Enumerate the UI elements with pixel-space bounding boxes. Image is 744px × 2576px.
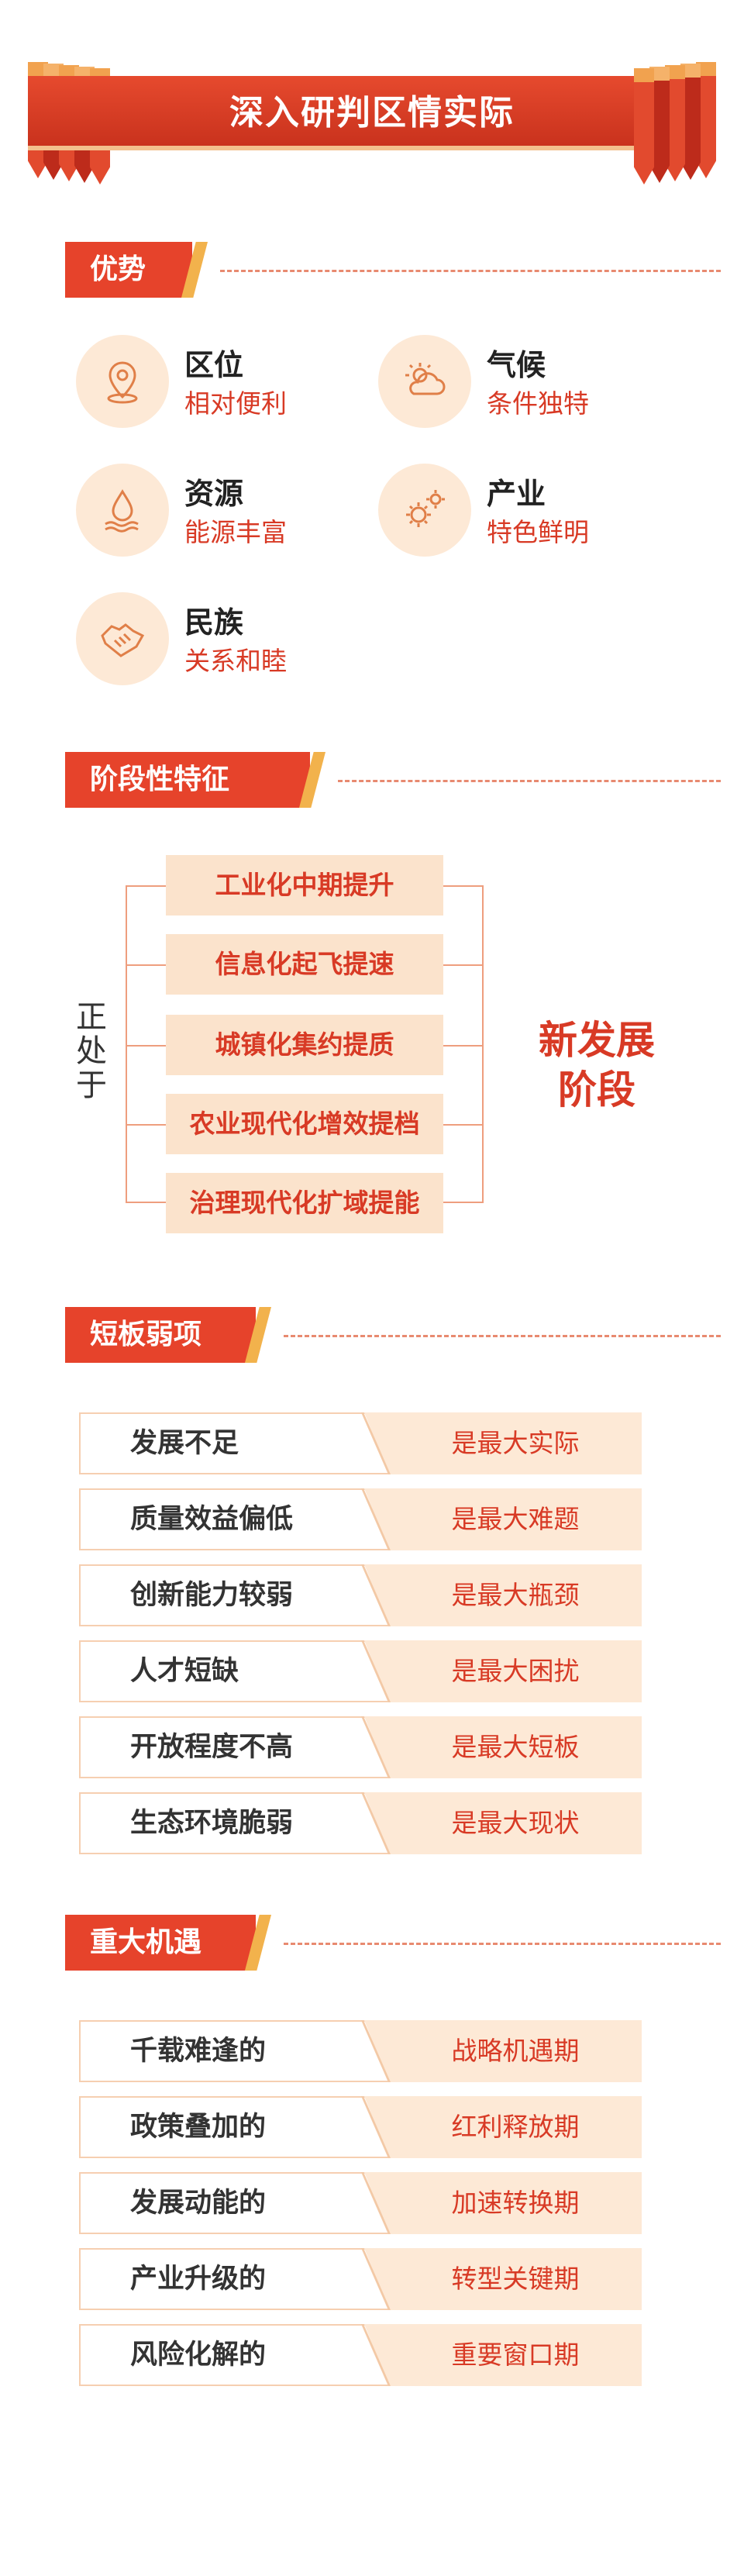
right-bracket [443, 885, 484, 1203]
weak-point-left-text: 发展不足 [130, 1427, 239, 1459]
opportunity-row: 风险化解的 重要窗口期 [79, 2324, 642, 2386]
advantage-ethnic: 民族 关系和睦 [76, 592, 355, 693]
advantage-title: 产业 [487, 476, 546, 511]
weak-point-right-text: 是最大困扰 [451, 1656, 580, 1686]
weak-point-left-text: 生态环境脆弱 [130, 1807, 294, 1839]
weak-point-left-text: 质量效益偏低 [130, 1503, 294, 1535]
gears-icon [406, 490, 445, 527]
section-title: 阶段性特征 [65, 752, 310, 808]
weak-point-row: 质量效益偏低 是最大难题 [79, 1488, 642, 1550]
weak-point-left-text: 开放程度不高 [130, 1731, 294, 1763]
opportunity-left-text: 风险化解的 [130, 2339, 267, 2371]
advantage-subtitle: 特色鲜明 [487, 517, 589, 547]
opportunity-row: 政策叠加的 红利释放期 [79, 2096, 642, 2158]
section-title: 优势 [65, 242, 192, 298]
stage-item: 农业现代化增效提档 [166, 1094, 443, 1154]
weak-point-row: 发展不足 是最大实际 [79, 1412, 642, 1474]
advantage-title: 资源 [184, 476, 244, 511]
advantage-title: 民族 [184, 605, 244, 640]
advantage-subtitle: 关系和睦 [184, 646, 287, 676]
flags-right-decoration [600, 62, 716, 233]
weak-point-left-text: 创新能力较弱 [130, 1579, 294, 1611]
weak-point-left-text: 人才短缺 [130, 1655, 239, 1687]
opportunity-right-text: 转型关键期 [451, 2264, 580, 2294]
opportunity-right-text: 红利释放期 [451, 2112, 580, 2142]
weather-cloud-sun-icon [405, 363, 446, 395]
handshake-icon [101, 623, 145, 657]
opportunity-right-text: 重要窗口期 [451, 2340, 580, 2370]
stage-item: 治理现代化扩域提能 [166, 1173, 443, 1233]
left-bracket [126, 885, 166, 1203]
weak-point-right-text: 是最大瓶颈 [451, 1580, 580, 1610]
weak-point-row: 开放程度不高 是最大短板 [79, 1716, 642, 1778]
section-title: 重大机遇 [65, 1915, 256, 1971]
advantage-title: 区位 [184, 347, 244, 382]
opportunity-left-text: 千载难逢的 [130, 2035, 267, 2067]
opportunity-row: 产业升级的 转型关键期 [79, 2248, 642, 2310]
weak-point-right-text: 是最大现状 [451, 1808, 580, 1838]
weak-point-row: 生态环境脆弱 是最大现状 [79, 1792, 642, 1854]
opportunity-left-text: 产业升级的 [130, 2263, 267, 2295]
section-title: 短板弱项 [65, 1307, 256, 1363]
advantage-subtitle: 相对便利 [184, 388, 287, 419]
advantage-title: 气候 [487, 347, 546, 382]
stage-right-label: 新发展 阶段 [539, 1017, 655, 1112]
stage-left-label: 正处于 [76, 999, 107, 1103]
weak-point-right-text: 是最大实际 [451, 1428, 580, 1458]
opportunity-right-text: 加速转换期 [451, 2188, 580, 2218]
water-drop-icon [105, 489, 139, 533]
banner: 深入研判区情实际 [28, 62, 716, 184]
advantage-subtitle: 条件独特 [487, 388, 589, 419]
advantage-resources: 资源 能源丰富 [76, 464, 355, 564]
advantage-subtitle: 能源丰富 [184, 517, 287, 547]
stage-item: 信息化起飞提速 [166, 934, 443, 995]
opportunity-right-text: 战略机遇期 [451, 2036, 580, 2066]
weak-point-right-text: 是最大短板 [451, 1732, 580, 1762]
weak-point-right-text: 是最大难题 [451, 1504, 580, 1534]
page-title: 深入研判区情实际 [229, 93, 515, 133]
weak-point-row: 创新能力较弱 是最大瓶颈 [79, 1564, 642, 1626]
stage-item: 城镇化集约提质 [166, 1015, 443, 1075]
stage-item: 工业化中期提升 [166, 855, 443, 916]
advantage-location: 区位 相对便利 [76, 335, 355, 436]
banner-bar [28, 76, 716, 150]
opportunity-row: 千载难逢的 战略机遇期 [79, 2020, 642, 2082]
location-pin-icon [107, 361, 138, 404]
opportunity-left-text: 发展动能的 [130, 2187, 267, 2219]
weak-point-row: 人才短缺 是最大困扰 [79, 1640, 642, 1702]
advantage-industry: 产业 特色鲜明 [378, 464, 657, 564]
opportunity-row: 发展动能的 加速转换期 [79, 2172, 642, 2234]
advantage-climate: 气候 条件独特 [378, 335, 657, 436]
opportunity-left-text: 政策叠加的 [130, 2111, 267, 2143]
